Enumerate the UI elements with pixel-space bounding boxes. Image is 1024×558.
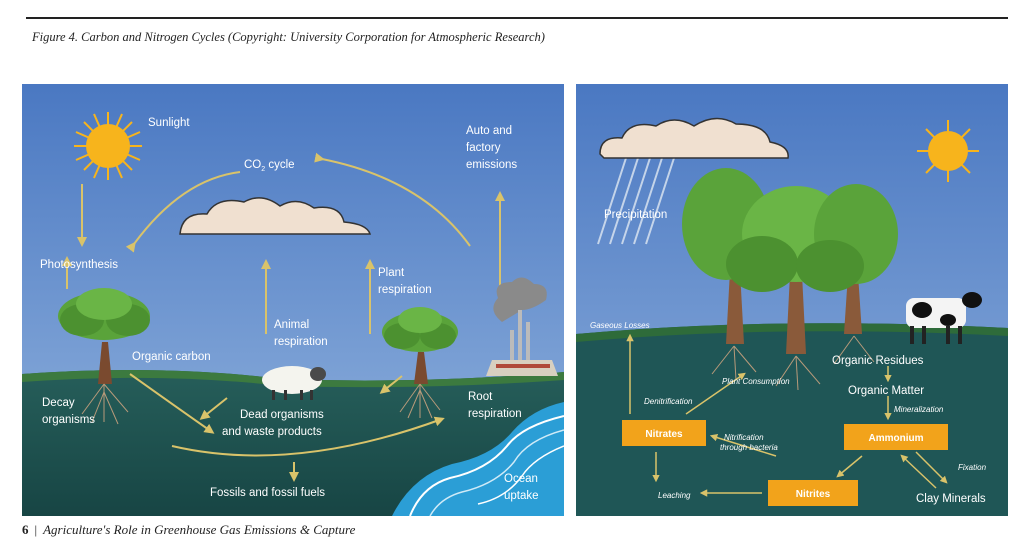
grass-line [576, 323, 1008, 342]
ammonium-to-nitrites-arrow [836, 455, 863, 478]
denitrification-label: Denitrification [644, 397, 693, 406]
ocean-icon [392, 402, 564, 516]
plant-consumption-label: Plant Consumption [722, 377, 790, 386]
figure-caption: Figure 4. Carbon and Nitrogen Cycles (Co… [32, 30, 545, 44]
precipitation-label: Precipitation [604, 209, 667, 221]
carbon-to-dead-arrow [129, 373, 215, 434]
sunlight-label: Sunlight [148, 117, 190, 129]
dead-organisms-label: Dead organisms and waste products [222, 409, 327, 438]
footer-title: Agriculture's Role in Greenhouse Gas Emi… [43, 522, 356, 537]
nitrites-box [768, 480, 858, 506]
animal-respiration-label: Animal respiration [274, 319, 328, 348]
sun-icon [74, 112, 142, 180]
decay-organisms-label: Decay organisms [42, 397, 95, 426]
carbon-cycle-panel: Sunlight CO2 cycle Auto and factory emis… [22, 84, 564, 516]
fixation-label: Fixation [958, 463, 987, 472]
nitrates-box [622, 420, 706, 446]
nitrates-label: Nitrates [645, 429, 683, 440]
root-respiration-label: Root respiration [468, 391, 522, 420]
nitrogen-cycle-panel: Precipitation Gaseous Losses Plant Consu… [576, 84, 1008, 516]
organic-carbon-label: Organic carbon [132, 351, 211, 363]
co2-arc-left [125, 171, 241, 253]
dead-to-root-arrow [171, 416, 445, 457]
fixation-arrow [915, 451, 948, 484]
page-number: 6 [22, 522, 29, 537]
tree-icon-right [382, 307, 458, 419]
sheep-icon [262, 366, 326, 400]
co2-cycle-label: CO2 cycle [244, 159, 295, 173]
tree-to-dead-arrow [379, 375, 403, 394]
ammonium-box [844, 424, 948, 450]
factory-icon [486, 277, 558, 376]
fossils-label: Fossils and fossil fuels [210, 487, 325, 499]
cloud-icon [179, 197, 372, 235]
photosynthesis-label: Photosynthesis [40, 259, 118, 271]
top-rule [26, 17, 1008, 19]
co2-arc-right [314, 152, 471, 247]
ocean-uptake-label: Ocean uptake [504, 473, 541, 502]
plant-consumption-arrow [685, 372, 746, 415]
mineralization-label: Mineralization [894, 405, 944, 414]
organic-matter-label: Organic Matter [848, 385, 924, 397]
animal-to-dead-arrow [199, 397, 228, 420]
auto-emissions-label: Auto and factory emissions [466, 125, 517, 171]
organic-residues-label: Organic Residues [832, 355, 924, 367]
clay-minerals-label: Clay Minerals [916, 493, 986, 505]
ammonium-label: Ammonium [869, 433, 924, 444]
leaching-label: Leaching [658, 491, 691, 500]
tree-icon-left [58, 288, 150, 425]
nitrification-label: Nitrification through bacteria [720, 433, 778, 452]
grass-line [22, 370, 564, 388]
nitrification-arrow [709, 433, 777, 457]
footer-separator: | [34, 522, 38, 537]
nitrites-label: Nitrites [796, 489, 831, 500]
nitrogen-cycle-diagram: Precipitation Gaseous Losses Plant Consu… [576, 84, 1008, 516]
sun-icon [917, 120, 979, 182]
rain-cloud-icon [597, 117, 789, 245]
soil [576, 323, 1008, 516]
plant-respiration-label: Plant respiration [378, 267, 432, 296]
clay-fixation-arrow [900, 454, 937, 489]
carbon-cycle-diagram: Sunlight CO2 cycle Auto and factory emis… [22, 84, 564, 516]
page-footer: 6 | Agriculture's Role in Greenhouse Gas E… [22, 522, 355, 538]
tree-icon-group [682, 168, 898, 391]
gaseous-losses-label: Gaseous Losses [590, 321, 650, 330]
cow-icon [906, 292, 982, 344]
